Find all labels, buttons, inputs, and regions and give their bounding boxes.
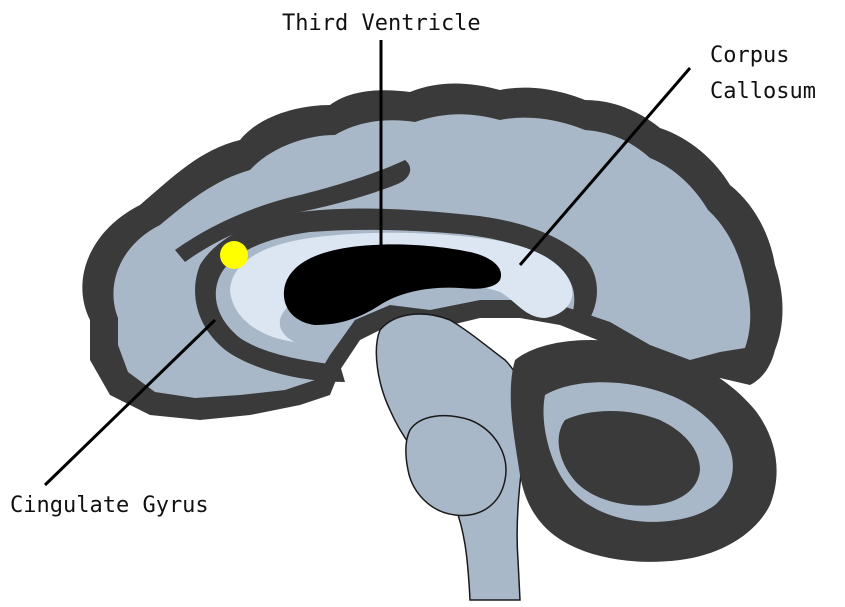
label-corpus-callosum-line1: Corpus: [710, 43, 789, 68]
label-corpus-callosum-line2: Callosum: [710, 79, 816, 104]
label-cingulate-gyrus: Cingulate Gyrus: [10, 493, 209, 518]
label-third-ventricle: Third Ventricle: [282, 11, 481, 36]
yellow-dot-marker-icon: [220, 241, 248, 269]
